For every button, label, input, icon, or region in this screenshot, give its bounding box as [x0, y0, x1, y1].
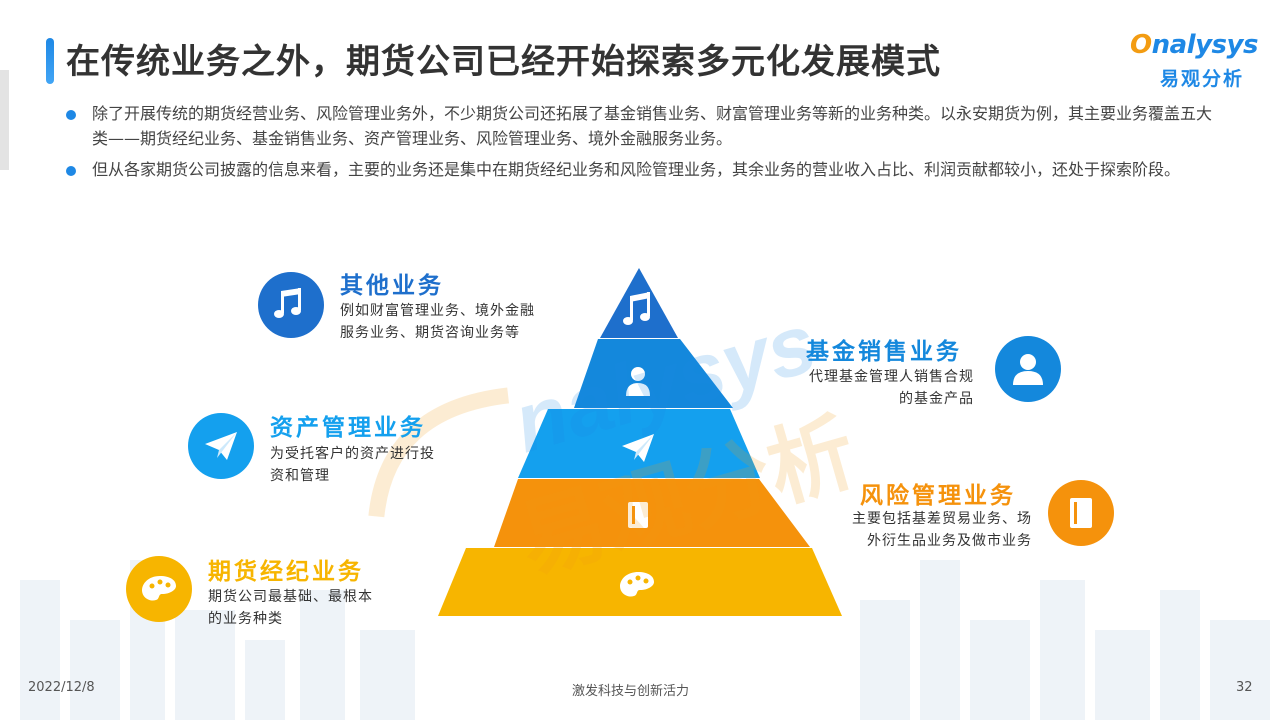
palette-icon — [142, 576, 176, 601]
tier-desc-other: 例如财富管理业务、境外金融服务业务、期货咨询业务等 — [340, 303, 535, 341]
user-icon — [626, 367, 650, 396]
tier-desc-risk-mgmt: 主要包括基差贸易业务、场外衍生品业务及做市业务 — [852, 511, 1032, 549]
brand-logo: Onalysys 易观分析 — [1130, 30, 1260, 92]
logo-cn-name: 易观分析 — [1160, 68, 1245, 90]
tier-title-risk-mgmt: 风险管理业务 — [860, 483, 1016, 509]
tier-title-asset-mgmt: 资产管理业务 — [270, 415, 426, 441]
book-icon — [628, 502, 648, 528]
title-accent-bar — [46, 38, 54, 84]
tier-desc-brokerage: 期货公司最基础、最根本的业务种类 — [208, 589, 373, 627]
tier-circle-other — [258, 272, 324, 338]
page-number: 32 — [1236, 680, 1253, 695]
footer-date: 2022/12/8 — [28, 680, 95, 695]
bullet-item: 除了开展传统的期货经营业务、风险管理业务外，不少期货公司还拓展了基金销售业务、财… — [66, 101, 1226, 151]
tier-title-brokerage: 期货经纪业务 — [208, 559, 364, 585]
tier-circle-risk-mgmt — [1048, 480, 1114, 546]
music-note-icon — [623, 292, 650, 325]
user-icon — [1013, 354, 1043, 385]
tier-circle-asset-mgmt — [188, 413, 254, 479]
tier-title-fund-sales: 基金销售业务 — [806, 339, 962, 365]
palette-icon — [620, 572, 654, 597]
paper-plane-icon — [622, 434, 654, 462]
book-icon — [1070, 498, 1092, 528]
pyramid-tier-4 — [494, 479, 810, 547]
tier-circle-fund-sales — [995, 336, 1061, 402]
tier-desc-fund-sales: 代理基金管理人销售合规的基金产品 — [809, 369, 974, 407]
left-edge-tab — [0, 70, 9, 170]
summary-bullets: 除了开展传统的期货经营业务、风险管理业务外，不少期货公司还拓展了基金销售业务、财… — [66, 101, 1226, 188]
pyramid-tier-top — [600, 268, 678, 338]
tier-title-other: 其他业务 — [340, 273, 444, 299]
paper-plane-icon — [205, 432, 237, 460]
tier-circle-brokerage — [126, 556, 192, 622]
page-title: 在传统业务之外，期货公司已经开始探索多元化发展模式 — [66, 42, 941, 82]
bullet-item: 但从各家期货公司披露的信息来看，主要的业务还是集中在期货经纪业务和风险管理业务，… — [66, 157, 1226, 182]
music-note-icon — [274, 288, 301, 318]
pyramid-tier-2 — [574, 339, 733, 408]
logo-wordmark: Onalysys — [1130, 30, 1258, 60]
tier-desc-asset-mgmt: 为受托客户的资产进行投资和管理 — [270, 446, 435, 484]
city-skyline-background — [20, 560, 1270, 720]
footer-slogan: 激发科技与创新活力 — [572, 684, 690, 699]
